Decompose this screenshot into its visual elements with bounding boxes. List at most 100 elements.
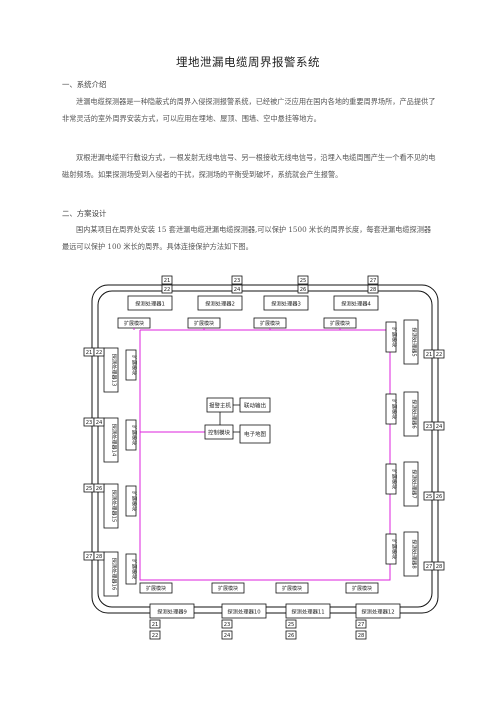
top-cable-a-3-box [297,275,309,285]
left-detector-14 [103,417,119,463]
right-expansion-6 [385,393,397,425]
right-cable-b-7-text: 26 [436,494,443,500]
left-expansion-16 [125,553,137,585]
top-detector-label-2: 探测处理器2 [205,300,235,308]
bottom-detector-10 [221,603,267,619]
outer-cable-loop-2 [97,290,433,608]
right-expansion-label-6: 扩展模块 [391,399,398,419]
left-detector-16 [103,551,119,597]
top-cable-b-3-text: 26 [300,287,307,293]
top-cable-a-2-text: 23 [234,278,241,284]
bottom-expansion-9 [139,582,173,594]
left-cable-a-14-text: 23 [86,420,93,426]
right-cable-a-5-text: 21 [426,352,433,358]
right-expansion-7 [385,463,397,495]
right-cable-b-5-text: 22 [436,352,443,358]
bottom-cable-b-12-text: 28 [358,633,365,639]
left-cable-b-14-text: 24 [96,420,103,426]
left-expansion-label-16: 扩展模块 [131,559,138,579]
left-detector-label-14: 探测处理器14 [111,424,119,457]
e-map-box [239,424,271,444]
left-cable-a-16-text: 27 [86,554,93,560]
left-detector-label-13: 探测处理器13 [111,354,119,387]
top-detector-label-3: 探测处理器3 [271,300,301,308]
right-expansion-5 [385,321,397,353]
top-cable-b-1-text: 22 [164,287,171,293]
alarm-host-label: 报警主机 [209,402,232,410]
top-cable-b-2-box [231,284,243,294]
bottom-cable-b-11-box [285,630,297,640]
top-cable-b-2-text: 24 [234,287,241,293]
right-expansion-8 [385,533,397,565]
top-expansion-label-3: 扩展模块 [260,320,280,327]
bottom-cable-a-10-box [221,619,233,629]
left-expansion-13 [125,349,137,381]
top-detector-label-1: 探测处理器1 [135,300,165,308]
bottom-cable-a-11-text: 25 [288,622,295,628]
left-cable-b-15-text: 26 [96,486,103,492]
right-cable-b-8-box [433,561,445,571]
left-expansion-label-14: 扩展模块 [131,425,138,445]
section-heading-intro: 一、系统介绍 [62,80,107,89]
bottom-cable-a-10-text: 23 [224,622,231,628]
right-expansion-label-5: 扩展模块 [391,327,398,347]
right-cable-a-8-text: 27 [426,564,433,570]
right-cable-a-7-text: 25 [426,494,433,500]
left-cable-b-13-text: 22 [96,350,103,356]
left-expansion-14 [125,419,137,451]
left-cable-b-16-text: 28 [96,554,103,560]
left-cable-a-15-text: 25 [86,486,93,492]
right-detector-label-6: 探测处理器6 [411,399,419,428]
right-cable-b-5-box [433,349,445,359]
left-cable-b-16-box [93,551,105,561]
top-expansion-label-2: 扩展模块 [194,320,214,327]
top-cable-b-4-text: 28 [370,287,377,293]
right-detector-8 [403,531,419,577]
e-map-label: 电子地图 [244,430,267,438]
top-cable-a-1-box [161,275,173,285]
bottom-cable-b-9-box [149,630,161,640]
right-cable-b-6-box [433,421,445,431]
controller-label: 控制模块 [208,429,231,437]
signal-bus-loop [139,329,391,581]
bottom-cable-b-12-box [355,630,367,640]
left-detector-13 [103,347,119,393]
top-cable-a-2-box [231,275,243,285]
top-cable-a-4-box [367,275,379,285]
design-paragraph: 国内某项目在周界处安装 15 套泄漏电缆泄漏电缆探测器,可以保护 1500 米长… [62,225,432,251]
right-detector-label-8: 探测处理器8 [411,539,419,568]
left-expansion-label-15: 扩展模块 [131,491,138,511]
bottom-expansion-10 [211,582,245,594]
top-expansion-label-4: 扩展模块 [330,320,350,327]
right-expansion-label-8: 扩展模块 [391,539,398,559]
left-detector-label-15: 探测处理器15 [111,490,119,523]
bottom-cable-a-11-box [285,619,297,629]
left-detector-label-16: 探测处理器16 [111,558,119,591]
bottom-cable-b-10-text: 24 [224,633,231,639]
top-detector-3 [263,295,309,311]
bottom-cable-a-12-text: 27 [358,622,365,628]
right-detector-5 [403,319,419,365]
right-detector-label-7: 探测处理器7 [411,469,419,498]
left-cable-b-15-box [93,483,105,493]
right-expansion-label-7: 扩展模块 [391,469,398,489]
top-cable-b-1-box [161,284,173,294]
bottom-expansion-12 [345,582,379,594]
right-cable-b-8-text: 28 [436,564,443,570]
top-cable-b-4-box [367,284,379,294]
intro-paragraph-1: 泄漏电缆探测器是一种隐蔽式的周界入侵探测报警系统，已经被广泛应用在国内各地的重要… [62,97,436,123]
diagram-modules: 探测处理器1扩展模块2122探测处理器2扩展模块2324探测处理器3扩展模块25… [83,275,445,640]
top-detector-4 [333,295,379,311]
bottom-detector-9 [149,603,195,619]
bottom-cable-a-9-box [149,619,161,629]
bottom-expansion-label-11: 扩展模块 [282,585,302,592]
top-detector-1 [127,295,173,311]
right-detector-label-5: 探测处理器5 [411,327,419,356]
top-cable-a-1-text: 21 [164,278,171,284]
bottom-cable-b-9-text: 22 [152,633,159,639]
linkage-output-label: 联动输出 [244,402,266,410]
left-cable-b-14-box [93,417,105,427]
left-detector-15 [103,483,119,529]
document-title: 埋地泄漏电缆周界报警系统 [176,55,320,69]
